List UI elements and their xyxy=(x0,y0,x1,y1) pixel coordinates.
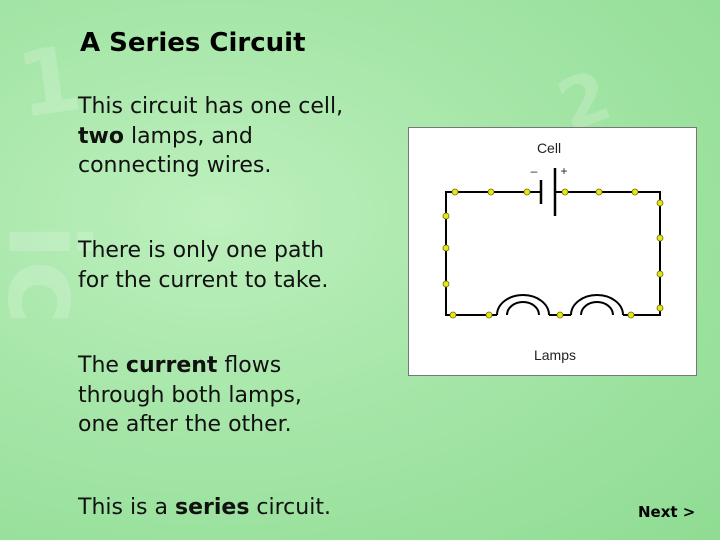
positive-terminal-label: + xyxy=(560,164,567,178)
connection-dot xyxy=(451,188,459,196)
lamp-2-outer xyxy=(570,294,624,316)
connection-dot xyxy=(442,244,450,252)
text-line: for the current to take. xyxy=(78,267,329,293)
text-line: through both lamps, xyxy=(78,382,302,408)
text-line: This is a series circuit. xyxy=(78,493,331,523)
text-line: two lamps, and xyxy=(78,122,343,152)
background-decoration: 1 xyxy=(10,26,88,139)
connection-dot xyxy=(656,199,664,207)
connection-dot xyxy=(449,311,457,319)
lamp-2-inner xyxy=(580,301,614,316)
circuit-diagram: Cell – + Lamps xyxy=(408,127,697,376)
connection-dot xyxy=(656,270,664,278)
text-fragment: circuit. xyxy=(249,495,331,520)
paragraph-circuit-parts: This circuit has one cell, two lamps, an… xyxy=(78,92,343,181)
connection-dot xyxy=(487,188,495,196)
emphasis-two: two xyxy=(78,123,124,149)
text-line: There is only one path xyxy=(78,238,325,263)
paragraph-one-path: There is only one path for the current t… xyxy=(78,236,328,295)
next-button[interactable]: Next > xyxy=(638,503,696,521)
text-line: connecting wires. xyxy=(78,153,272,179)
connection-dot xyxy=(631,188,639,196)
text-line: one after the other. xyxy=(78,412,292,438)
connection-dot xyxy=(561,188,569,196)
connection-dot xyxy=(523,188,531,196)
connection-dot xyxy=(485,311,493,319)
paragraph-current-flow: The current flows through both lamps, on… xyxy=(78,351,302,440)
text-fragment: This is a xyxy=(78,495,175,520)
connection-dot xyxy=(627,311,635,319)
wire-right-to-cell xyxy=(555,191,661,316)
connection-dot xyxy=(442,280,450,288)
negative-terminal-label: – xyxy=(531,164,538,178)
page-title: A Series Circuit xyxy=(80,28,306,58)
circuit-svg: Cell – + Lamps xyxy=(442,140,664,363)
text-fragment: The xyxy=(78,353,126,378)
cell-label: Cell xyxy=(537,140,561,156)
connection-dot xyxy=(556,311,564,319)
lamp-1-outer xyxy=(496,294,550,316)
text-fragment: lamps, and xyxy=(123,123,253,149)
emphasis-series: series xyxy=(175,495,250,520)
paragraph-series-conclusion: This is a series circuit. xyxy=(78,493,331,523)
connection-dot xyxy=(595,188,603,196)
lamps-label: Lamps xyxy=(534,347,576,363)
connection-dots xyxy=(442,188,664,319)
text-line: This circuit has one cell, xyxy=(78,94,344,119)
connection-dot xyxy=(656,234,664,242)
lamp-1-inner xyxy=(506,301,540,316)
emphasis-current: current xyxy=(125,353,218,378)
text-fragment: flows xyxy=(217,353,282,378)
connection-dot xyxy=(656,304,664,312)
connection-dot xyxy=(442,212,450,220)
text-line: The current flows xyxy=(78,351,302,381)
